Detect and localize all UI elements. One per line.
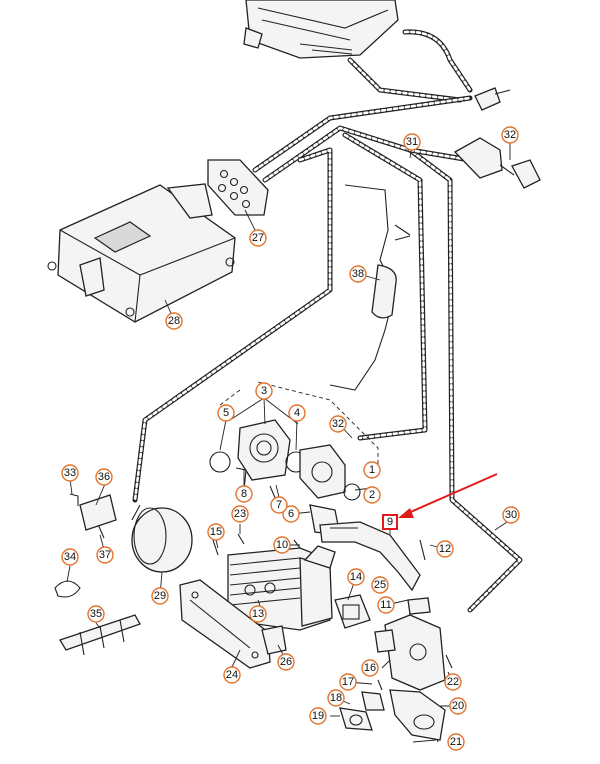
- callout-36: 36: [95, 468, 113, 486]
- callout-8: 8: [235, 485, 253, 503]
- svg-text:13: 13: [252, 608, 264, 620]
- svg-text:20: 20: [452, 700, 464, 712]
- svg-text:35: 35: [90, 608, 102, 620]
- vacuum-reservoir: [131, 504, 193, 573]
- callout-4: 4: [288, 404, 306, 422]
- callout-26: 26: [277, 653, 295, 671]
- callout-32-mid: 32: [329, 415, 347, 433]
- svg-text:10: 10: [276, 539, 288, 551]
- callout-17: 17: [339, 673, 357, 691]
- svg-text:27: 27: [252, 232, 264, 244]
- callout-16: 16: [361, 659, 379, 677]
- callout-20: 20: [449, 697, 467, 715]
- svg-text:14: 14: [350, 571, 362, 583]
- svg-text:19: 19: [312, 710, 324, 722]
- svg-text:5: 5: [223, 407, 229, 419]
- svg-text:30: 30: [505, 509, 517, 521]
- flange-gasket: [334, 594, 371, 629]
- svg-text:4: 4: [294, 407, 300, 419]
- callout-32-top: 32: [501, 126, 519, 144]
- callout-33: 33: [61, 464, 79, 482]
- callout-28: 28: [165, 312, 183, 330]
- callout-21: 21: [447, 733, 465, 751]
- callout-35: 35: [87, 605, 105, 623]
- sensor-pipe-assembly: [329, 184, 411, 391]
- svg-text:2: 2: [369, 489, 375, 501]
- callout-14: 14: [347, 568, 365, 586]
- svg-text:34: 34: [64, 551, 76, 563]
- callout-5: 5: [217, 404, 235, 422]
- solenoid-valve-top: [453, 87, 541, 189]
- svg-text:1: 1: [369, 464, 375, 476]
- egr-pipe: [319, 521, 421, 592]
- svg-text:3: 3: [261, 385, 267, 397]
- svg-text:15: 15: [210, 526, 222, 538]
- svg-text:32: 32: [504, 129, 516, 141]
- svg-text:6: 6: [288, 508, 294, 520]
- svg-text:37: 37: [99, 549, 111, 561]
- mounting-bracket: [179, 579, 287, 669]
- callout-34: 34: [61, 548, 79, 566]
- callout-2: 2: [363, 486, 381, 504]
- callout-19: 19: [309, 707, 327, 725]
- callout-12: 12: [436, 540, 454, 558]
- callout-13: 13: [249, 605, 267, 623]
- svg-text:8: 8: [241, 488, 247, 500]
- callout-38: 38: [349, 265, 367, 283]
- air-filter-housing: [243, 0, 399, 59]
- callout-1: 1: [363, 461, 381, 479]
- small-bracket: [79, 494, 117, 531]
- callout-11: 11: [377, 596, 395, 614]
- callout-7: 7: [270, 496, 288, 514]
- callout-6: 6: [282, 505, 300, 523]
- svg-text:17: 17: [342, 676, 354, 688]
- throttle-assembly: [209, 381, 379, 536]
- svg-text:21: 21: [450, 736, 462, 748]
- svg-text:28: 28: [168, 315, 180, 327]
- svg-text:36: 36: [98, 471, 110, 483]
- svg-text:12: 12: [439, 543, 451, 555]
- callout-15: 15: [207, 523, 225, 541]
- svg-text:7: 7: [276, 499, 282, 511]
- vacuum-hose-network: [132, 29, 523, 613]
- svg-text:23: 23: [234, 508, 246, 520]
- highlight-box-9: 9: [382, 514, 398, 530]
- callout-18: 18: [327, 689, 345, 707]
- callout-25: 25: [371, 576, 389, 594]
- callout-30: 30: [502, 506, 520, 524]
- svg-text:26: 26: [280, 656, 292, 668]
- callout-29: 29: [151, 587, 169, 605]
- svg-text:33: 33: [64, 467, 76, 479]
- svg-text:31: 31: [406, 136, 418, 148]
- svg-text:9: 9: [387, 516, 393, 528]
- svg-text:11: 11: [380, 599, 391, 611]
- svg-text:18: 18: [330, 692, 342, 704]
- callout-27: 27: [249, 229, 267, 247]
- callout-22: 22: [444, 673, 462, 691]
- red-arrow: [398, 473, 498, 518]
- svg-text:22: 22: [447, 676, 459, 688]
- svg-text:24: 24: [226, 669, 238, 681]
- callout-37: 37: [96, 546, 114, 564]
- svg-text:25: 25: [374, 579, 386, 591]
- callout-23: 23: [231, 505, 249, 523]
- svg-text:32: 32: [332, 418, 344, 430]
- hose-clamp: [54, 580, 81, 598]
- harness-connector: [207, 159, 269, 216]
- callout-10: 10: [273, 536, 291, 554]
- svg-text:16: 16: [364, 662, 376, 674]
- callout-24: 24: [223, 666, 241, 684]
- outlet-pipe: [339, 689, 446, 741]
- callout-3: 3: [255, 382, 273, 400]
- fuel-rail: [59, 614, 141, 656]
- svg-text:38: 38: [352, 268, 364, 280]
- egr-valve: [374, 597, 446, 691]
- callout-31: 31: [403, 133, 421, 151]
- svg-text:29: 29: [154, 590, 166, 602]
- control-unit: [47, 183, 236, 323]
